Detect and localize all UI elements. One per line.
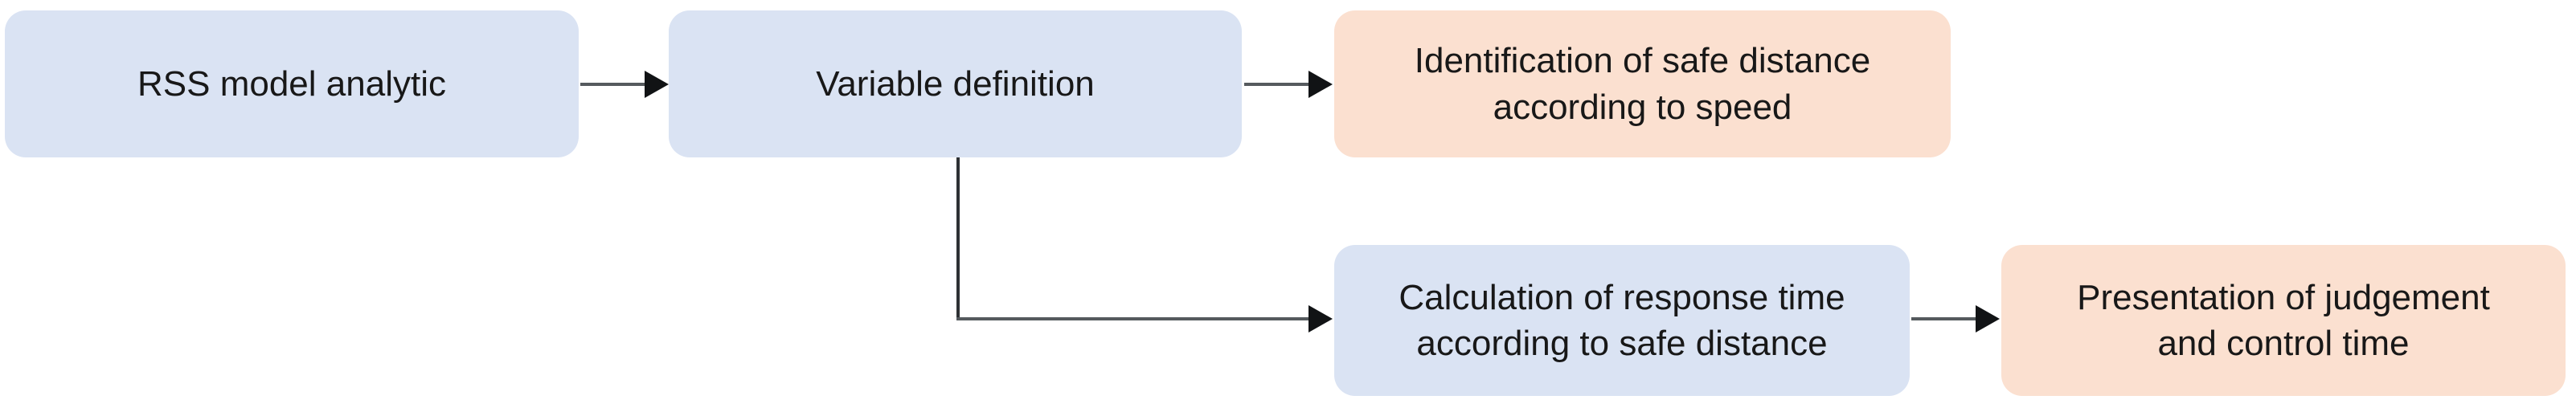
node-label: Calculation of response time according t… (1399, 277, 1845, 363)
node-label: Identification of safe distance accordin… (1414, 41, 1871, 127)
arrowhead-icon (1308, 305, 1333, 333)
arrowhead-icon (1976, 305, 2000, 333)
node-variable-definition[interactable]: Variable definition (669, 10, 1242, 157)
node-presentation-of-judgement[interactable]: Presentation of judgement and control ti… (2001, 245, 2566, 396)
node-rss-model-analytic[interactable]: RSS model analytic (5, 10, 579, 157)
node-identification-of-safe-distance[interactable]: Identification of safe distance accordin… (1334, 10, 1951, 157)
node-label: RSS model analytic (137, 63, 446, 104)
node-label: Variable definition (816, 63, 1095, 104)
arrowhead-icon (1308, 71, 1333, 98)
edge-line-vertical (956, 157, 960, 320)
node-calculation-of-response-time[interactable]: Calculation of response time according t… (1334, 245, 1910, 396)
edge-line (580, 83, 649, 86)
node-label: Presentation of judgement and control ti… (2077, 277, 2490, 363)
edge-line (1911, 317, 1980, 320)
edge-line-horizontal (956, 317, 1313, 320)
edge-line (1244, 83, 1313, 86)
arrowhead-icon (645, 71, 669, 98)
